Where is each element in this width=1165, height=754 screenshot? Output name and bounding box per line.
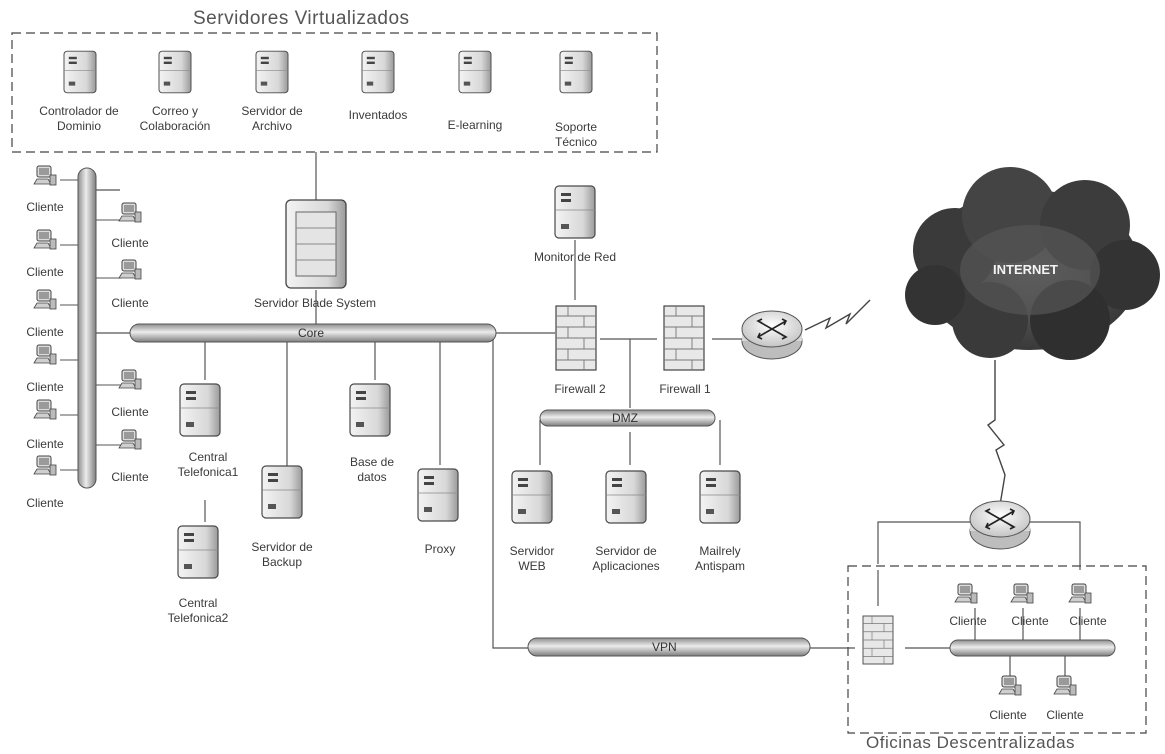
client-label: Cliente: [1002, 614, 1058, 629]
client-label: Cliente: [102, 470, 158, 485]
client-label: Cliente: [940, 614, 996, 629]
offices-title: Oficinas Descentralizadas: [866, 733, 1075, 753]
client-label: Cliente: [17, 200, 73, 215]
client-label: Cliente: [1037, 708, 1093, 723]
web-server-icon: [512, 471, 552, 523]
dmz-bus-label: DMZ: [612, 411, 638, 425]
client-label: Cliente: [17, 265, 73, 280]
office-router-icon: [970, 501, 1030, 549]
client-label: Cliente: [102, 405, 158, 420]
apps-server-icon: [606, 471, 646, 523]
client-label: Cliente: [17, 380, 73, 395]
backup-server-icon: [262, 466, 302, 518]
virtual-servers-title: Servidores Virtualizados: [193, 8, 410, 30]
vpn-bus-label: VPN: [652, 640, 677, 654]
pbx2-server-icon: [178, 526, 218, 578]
fw1-label: Firewall 1: [645, 382, 725, 397]
monitor-label: Monitor de Red: [515, 250, 635, 265]
fw2-label: Firewall 2: [540, 382, 620, 397]
db-server-icon: [350, 384, 390, 436]
client-label: Cliente: [102, 296, 158, 311]
office-firewall-icon: [863, 616, 893, 664]
monitor-server-icon: [555, 186, 595, 238]
client-label: Cliente: [17, 325, 73, 340]
blade-server-icon: [286, 200, 346, 288]
vs-inventory-label: Inventados: [328, 108, 428, 123]
proxy-label: Proxy: [395, 542, 485, 557]
mail-server-icon: [700, 471, 740, 523]
client-label: Cliente: [102, 236, 158, 251]
client-label: Cliente: [17, 437, 73, 452]
blade-label: Servidor Blade System: [230, 296, 400, 311]
client-label: Cliente: [980, 708, 1036, 723]
router-icon: [742, 311, 802, 359]
core-bus-label: Core: [298, 326, 324, 340]
firewall1-icon: [664, 306, 704, 370]
internet-label: INTERNET: [993, 262, 1058, 277]
virtual-server-icons: [64, 51, 592, 93]
vs-elearning-label: E-learning: [425, 118, 525, 133]
client-label: Cliente: [17, 496, 73, 511]
proxy-server-icon: [418, 469, 458, 521]
client-label: Cliente: [1060, 614, 1116, 629]
pbx1-server-icon: [180, 384, 220, 436]
firewall2-icon: [556, 306, 596, 370]
